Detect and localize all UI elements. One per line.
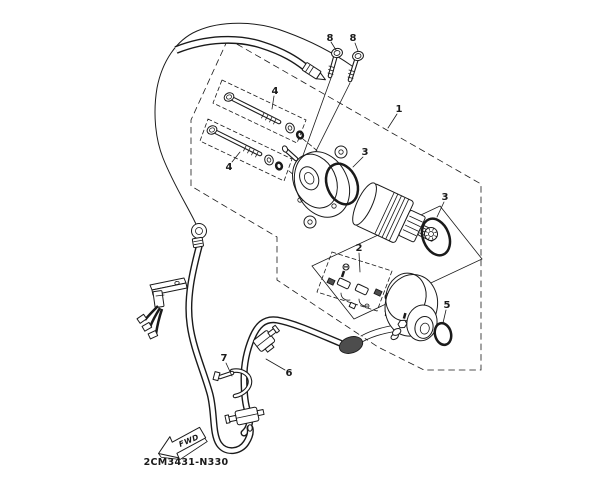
- callout-8-right: 8: [350, 33, 357, 44]
- group-box-2: [316, 251, 393, 312]
- callout-1: 1: [396, 104, 403, 115]
- callout-5: 5: [444, 300, 451, 311]
- wire-harness: [136, 277, 188, 340]
- diagram-code: 2CM3431-N330: [144, 457, 229, 468]
- brush-set: [326, 263, 383, 310]
- bolt-4-lower: [206, 125, 284, 171]
- front-cover: [281, 145, 351, 229]
- bolt-4-upper: [223, 92, 305, 140]
- armature: [352, 182, 437, 243]
- terminal-stud: [390, 312, 408, 341]
- ring-terminal: [191, 223, 207, 249]
- leader-lines: [225, 41, 447, 377]
- group-box-1: [190, 38, 482, 371]
- bolt-4-lower-axis: [288, 170, 308, 187]
- callout-3-rear: 3: [442, 192, 449, 203]
- callout-4-upper: 4: [272, 86, 279, 97]
- callout-6: 6: [286, 368, 293, 379]
- o-ring-3-front: [324, 162, 360, 206]
- starter-cable-top: [174, 35, 326, 81]
- callout-8-left: 8: [327, 33, 334, 44]
- fwd-arrow-icon: FWD: [158, 426, 208, 460]
- bolt-8-left: [327, 47, 343, 79]
- terminal-boot: [338, 336, 364, 354]
- battery-cable: [185, 243, 254, 455]
- o-ring-5: [433, 321, 453, 347]
- o-ring-3-rear: [420, 217, 452, 257]
- engine-outline: [154, 22, 353, 234]
- bolt-8-left-axis-line: [300, 77, 332, 162]
- clamp-7: [212, 368, 253, 399]
- mount-ear-bottom: [303, 215, 317, 229]
- group-box-4-upper: [212, 79, 307, 144]
- terminal-lead: [359, 327, 393, 341]
- clamp-6: [252, 324, 281, 353]
- bolt-8-right: [347, 50, 364, 83]
- bolt-4-upper-axis: [302, 138, 321, 154]
- rear-cover: [384, 272, 439, 342]
- spline-washer: [424, 227, 438, 241]
- clamp-bottom: [224, 406, 265, 426]
- callout-4-lower: 4: [226, 162, 233, 173]
- mount-ear-top: [334, 145, 348, 159]
- callout-3-front: 3: [362, 147, 369, 158]
- group-box-4-lower: [199, 118, 293, 182]
- callout-2: 2: [356, 243, 363, 254]
- callout-7: 7: [221, 353, 228, 364]
